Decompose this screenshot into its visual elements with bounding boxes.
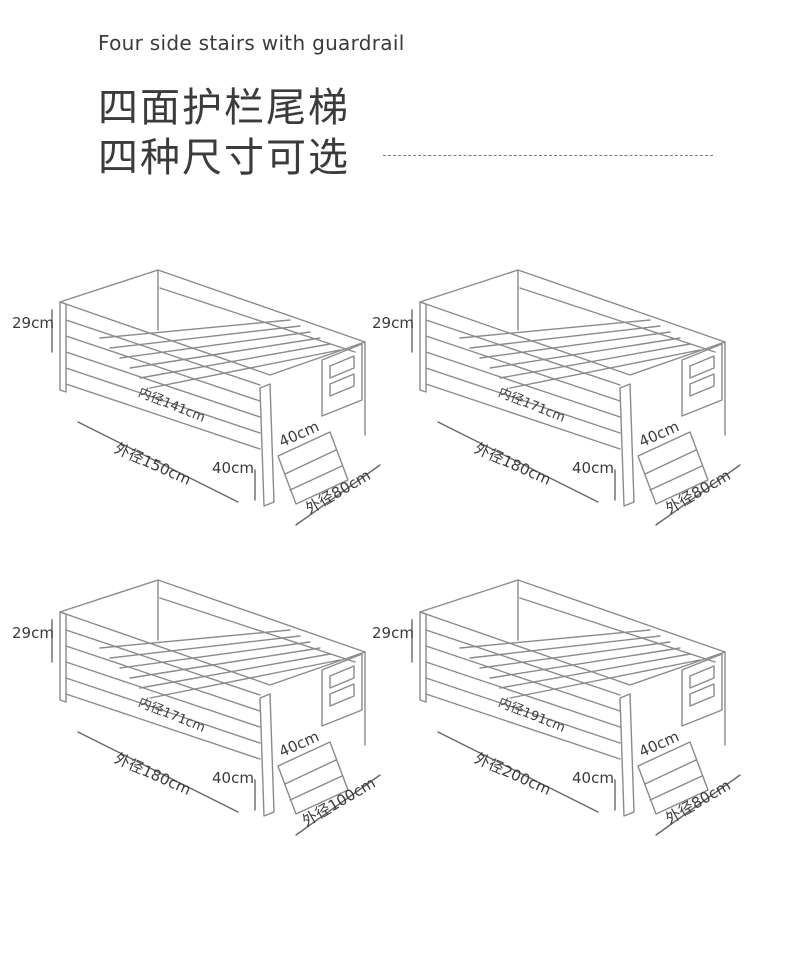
height-label: 29cm	[12, 314, 54, 332]
side-height-label: 40cm	[212, 459, 254, 477]
bed-diagram-4: 29cm 内径191cm 外径200cm 40cm 40cm 外径80cm	[360, 570, 755, 870]
bed-diagram-2: 29cm 内径171cm 外径180cm 40cm 40cm 外径80cm	[360, 260, 755, 560]
side-height-label: 40cm	[572, 459, 614, 477]
bed-drawing	[51, 269, 381, 526]
bed-drawing	[411, 579, 741, 836]
side-height-label: 40cm	[572, 769, 614, 787]
dashed-divider	[383, 155, 713, 156]
bed-diagram-1: 29cm 内径141cm 外径150cm 40cm 40cm 外径80cm	[0, 260, 395, 560]
bed-drawing	[411, 269, 741, 526]
bed-drawing	[51, 579, 381, 836]
bed-diagram-3: 29cm 内径171cm 外径180cm 40cm 40cm 外径100cm	[0, 570, 395, 870]
subtitle-english: Four side stairs with guardrail	[98, 31, 405, 55]
page-title-line-1: 四面护栏尾梯	[98, 85, 350, 131]
height-label: 29cm	[372, 314, 414, 332]
height-label: 29cm	[372, 624, 414, 642]
height-label: 29cm	[12, 624, 54, 642]
side-height-label: 40cm	[212, 769, 254, 787]
page-title-line-2: 四种尺寸可选	[98, 135, 350, 181]
